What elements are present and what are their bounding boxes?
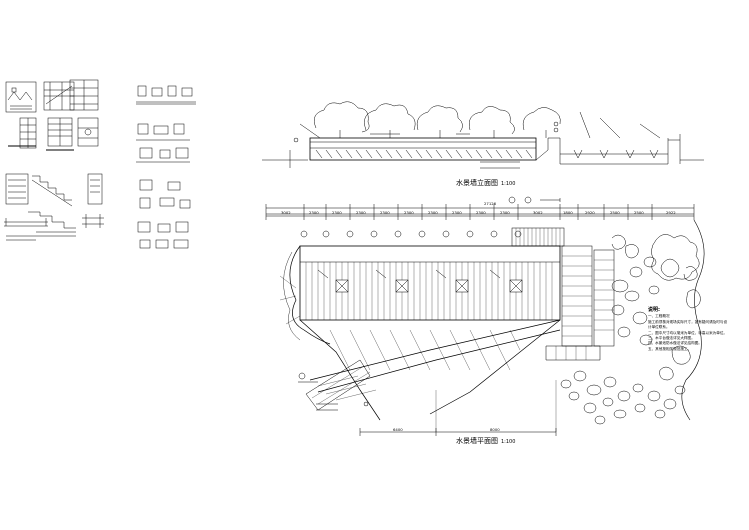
plan-scale: 1:100 xyxy=(501,439,516,445)
elevation-title-text: 水景墙立面图 xyxy=(456,179,498,187)
bottom-dim-left: 6400 xyxy=(393,427,403,432)
design-notes: 说明: 一、工程概况 施工前须核对现场实际尺寸，如有疑问请及时与设计单位联系。 … xyxy=(648,307,728,352)
top-dim-16: 2922 xyxy=(666,210,676,215)
top-dim-7: 2300 xyxy=(428,210,438,215)
top-dim-5: 2300 xyxy=(380,210,390,215)
top-dim-14: 2500 xyxy=(610,210,620,215)
plan-title-text: 水景墙平面图 xyxy=(456,437,498,445)
top-dim-4: 2300 xyxy=(356,210,366,215)
detail-small-icons xyxy=(136,85,196,249)
notes-line: 二、图中尺寸均以毫米为单位，标高以米为单位。 xyxy=(648,330,728,335)
top-dim-6: 2300 xyxy=(404,210,414,215)
plan-shrubs xyxy=(611,234,701,381)
detail-group-left xyxy=(4,79,196,249)
notes-heading: 说明: xyxy=(648,307,660,313)
top-dim-1: 3002 xyxy=(281,210,291,215)
detail-section-1 xyxy=(5,81,37,149)
top-dim-10: 2300 xyxy=(500,210,510,215)
notes-line: 一、工程概况 xyxy=(648,314,670,319)
top-dim-12: 1800 xyxy=(563,210,573,215)
notes-line: 四、水景池防水做法详见结构图。 xyxy=(648,341,702,346)
notes-line: 施工前须核对现场实际尺寸，如有疑问请及时与设计单位联系。 xyxy=(648,319,728,330)
plan-drawing xyxy=(265,196,705,436)
detail-footing xyxy=(4,211,104,241)
top-dim-9: 2300 xyxy=(476,210,486,215)
notes-line: 五、其他按相关规范施工。 xyxy=(648,346,692,351)
detail-section-2 xyxy=(43,81,75,151)
elevation-drawing xyxy=(262,101,704,169)
top-dim-15: 2500 xyxy=(634,210,644,215)
elevation-trees xyxy=(314,101,561,138)
top-dim-11: 3002 xyxy=(533,210,543,215)
top-dim-3: 2300 xyxy=(332,210,342,215)
top-dim-8: 2300 xyxy=(452,210,462,215)
top-dim-2: 2300 xyxy=(309,210,319,215)
bottom-dim-right: 8000 xyxy=(490,427,500,432)
detail-section-3 xyxy=(69,79,99,147)
detail-stair xyxy=(5,173,103,207)
plan-stones xyxy=(560,256,686,425)
overall-dimension: 27126 xyxy=(484,201,497,206)
notes-line: 三、木平台做法详见大样图。 xyxy=(648,336,695,341)
top-dim-13: 2920 xyxy=(585,210,595,215)
elevation-scale: 1:100 xyxy=(501,181,516,187)
